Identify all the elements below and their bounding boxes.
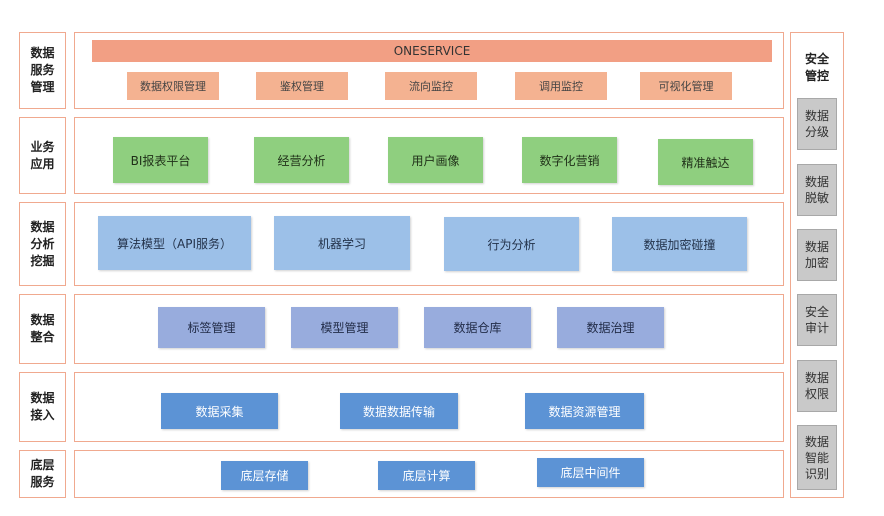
security-item-encryption: 数据 加密: [797, 229, 837, 281]
service-item-call-monitor: 调用监控: [515, 72, 607, 100]
analysis-item-machine-learning: 机器学习: [274, 216, 410, 270]
layer-label-frame-analysis: [19, 202, 66, 286]
layer-label-frame-service: [19, 32, 66, 109]
analysis-item-algorithm-model: 算法模型（API服务）: [98, 216, 251, 270]
layer-label-base: 底层 服务: [30, 458, 55, 489]
integration-item-data-governance: 数据治理: [557, 307, 664, 348]
security-item-intelligent-recognition: 数据 智能 识别: [797, 425, 837, 490]
business-item-precise-reach: 精准触达: [658, 139, 753, 185]
layer-label-frame-base: [19, 450, 66, 498]
service-item-visualization: 可视化管理: [640, 72, 732, 100]
oneservice-banner: ONESERVICE: [92, 40, 772, 62]
access-item-resource-management: 数据资源管理: [525, 393, 644, 429]
analysis-item-behavior-analysis: 行为分析: [444, 217, 579, 271]
layer-label-analysis: 数据 分析 挖掘: [30, 219, 55, 268]
security-item-audit: 安全 审计: [797, 294, 837, 346]
service-item-auth: 鉴权管理: [256, 72, 348, 100]
base-item-storage: 底层存储: [221, 461, 308, 490]
security-item-classification: 数据 分级: [797, 98, 837, 150]
access-item-transmission: 数据数据传输: [340, 393, 458, 429]
security-item-permission: 数据 权限: [797, 360, 837, 412]
business-item-operation-analysis: 经营分析: [254, 137, 349, 183]
service-item-flow-monitor: 流向监控: [385, 72, 477, 100]
business-item-bi: BI报表平台: [113, 137, 208, 183]
business-item-digital-marketing: 数字化营销: [522, 137, 617, 183]
analysis-item-encryption-collision: 数据加密碰撞: [612, 217, 747, 271]
layer-label-frame-business: [19, 117, 66, 194]
security-item-desensitization: 数据 脱敏: [797, 164, 837, 216]
layer-label-business: 业务 应用: [30, 139, 55, 171]
integration-item-model-management: 模型管理: [291, 307, 398, 348]
access-item-collection: 数据采集: [161, 393, 278, 429]
security-title: 安全 管控: [804, 52, 829, 83]
layer-label-frame-integration: [19, 294, 66, 364]
layer-label-service: 数据 服务 管理: [30, 46, 55, 94]
base-item-middleware: 底层中间件: [537, 458, 644, 487]
layer-label-access: 数据 接入: [30, 391, 55, 422]
layer-label-frame-access: [19, 372, 66, 442]
integration-item-tag-management: 标签管理: [158, 307, 265, 348]
service-item-permission: 数据权限管理: [127, 72, 219, 100]
business-item-user-profile: 用户画像: [388, 137, 483, 183]
integration-item-data-warehouse: 数据仓库: [424, 307, 531, 348]
layer-label-integration: 数据 整合: [30, 313, 55, 344]
base-item-compute: 底层计算: [378, 461, 475, 490]
